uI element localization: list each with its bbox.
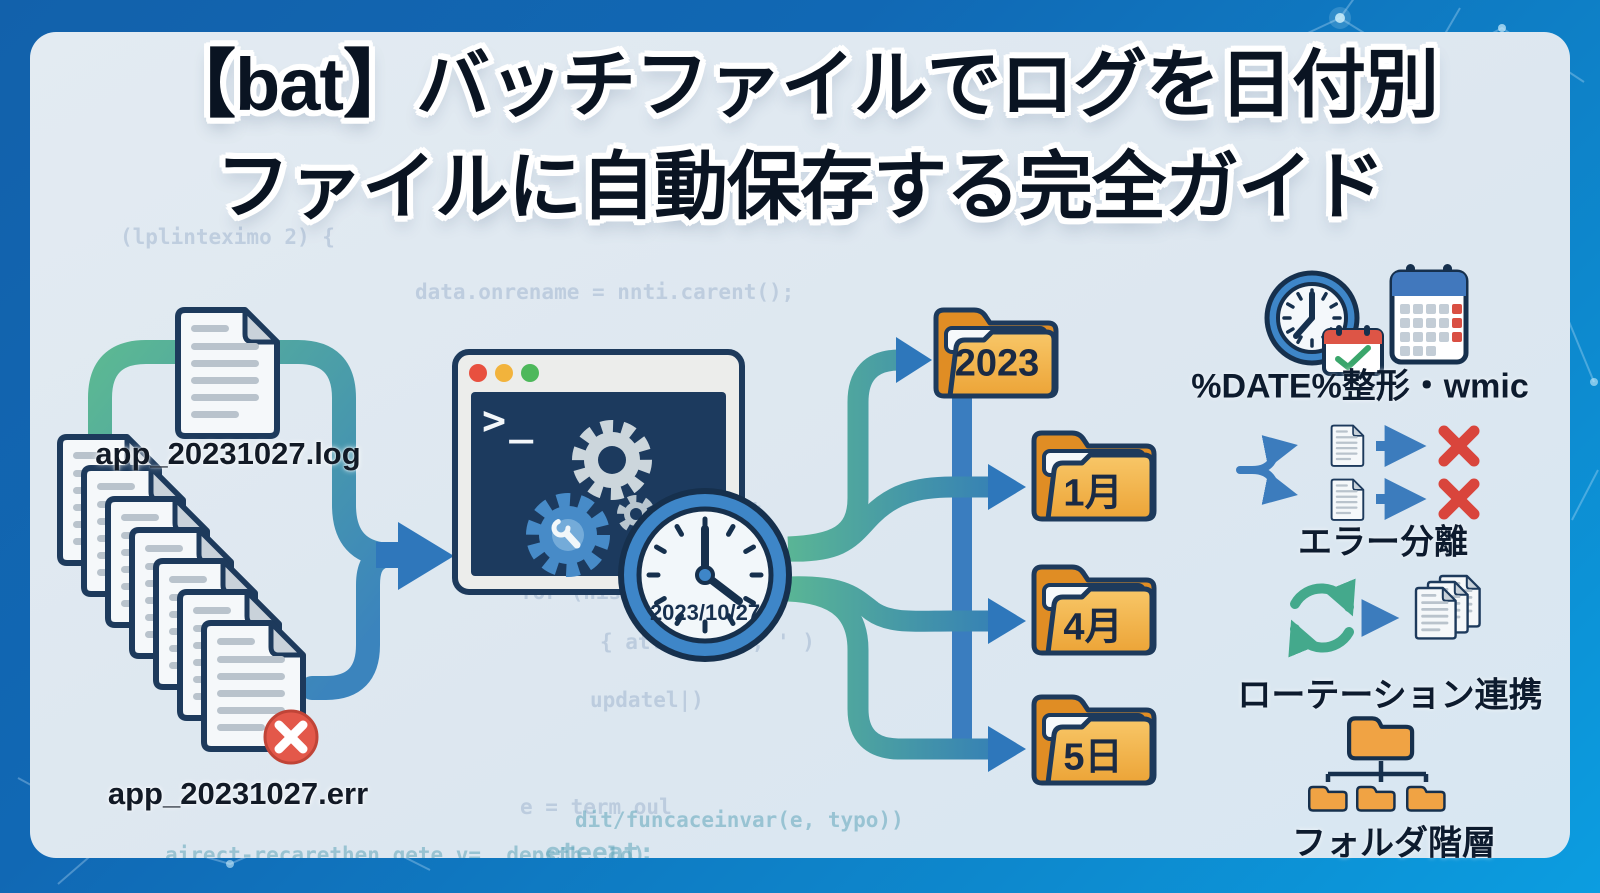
- folder-label-day5: 5日: [1063, 736, 1123, 779]
- red-x-icon: [1438, 425, 1480, 520]
- rotated-files-icon: [1414, 574, 1481, 640]
- clock-date-label: 2023/10/27: [649, 600, 761, 625]
- error-file-icon: [204, 623, 319, 765]
- clock-calendar-icon: [1264, 264, 1469, 376]
- wrench-gear-icon: [526, 493, 610, 577]
- page-title: 【bat】バッチファイルでログを日付別 ファイルに自動保存する完全ガイド: [0, 34, 1600, 238]
- clock-icon: [618, 488, 792, 662]
- background-code-fragment: eteeat;: [545, 838, 655, 858]
- feature-label-rotation: ローテーション連携: [1237, 676, 1543, 715]
- background-code-fragment: e = term oul: [520, 795, 672, 819]
- page-title-line2: ファイルに自動保存する完全ガイド: [216, 145, 1385, 229]
- folder-label-jan: 1月: [1063, 472, 1123, 515]
- calendar-icon: [1389, 264, 1469, 365]
- background-code-fragment: airect-recarethen_gete v=, depsth, lo): [165, 843, 646, 858]
- flow-arrow-input: [88, 340, 454, 700]
- background-code-fragment: updatel|): [590, 688, 704, 712]
- background-code-fragment: dit/funcaceinvar(e, typo)): [575, 808, 904, 832]
- rotation-icon: [1288, 574, 1481, 658]
- feature-label-folder-tree: フォルダ階層: [1292, 824, 1496, 863]
- error-split-icon: [1236, 424, 1480, 521]
- wrench-icon: [551, 518, 581, 549]
- folder-label-apr: 4月: [1063, 606, 1123, 649]
- folder-label-2023: 2023: [954, 342, 1040, 385]
- window-dot-red-icon: [469, 364, 487, 382]
- gear-icon: [572, 420, 652, 500]
- check-calendar-badge-icon: [1322, 325, 1384, 376]
- log-file-icon: [178, 310, 277, 436]
- background-code-fragment: (lplinteximo 2) {: [120, 225, 335, 249]
- error-x-icon: [274, 720, 308, 754]
- feature-label-error-split: エラー分離: [1298, 523, 1468, 562]
- window-dot-green-icon: [521, 364, 539, 382]
- terminal-prompt: >_: [482, 398, 537, 444]
- folder-tree-icon: [1307, 718, 1446, 812]
- folder-arrowheads: [896, 337, 1026, 772]
- feature-label-date-format: %DATE%整形・wmic: [1191, 367, 1529, 406]
- log-file-label: app_20231027.log: [95, 436, 361, 471]
- flow-arrows-to-folders: [787, 349, 990, 760]
- background-code-fragment: data.onrename = nnti.carent();: [415, 280, 795, 304]
- window-dot-yellow-icon: [495, 364, 513, 382]
- error-file-label: app_20231027.err: [107, 776, 369, 811]
- page-title-line1: 【bat】バッチファイルでログを日付別: [162, 43, 1439, 126]
